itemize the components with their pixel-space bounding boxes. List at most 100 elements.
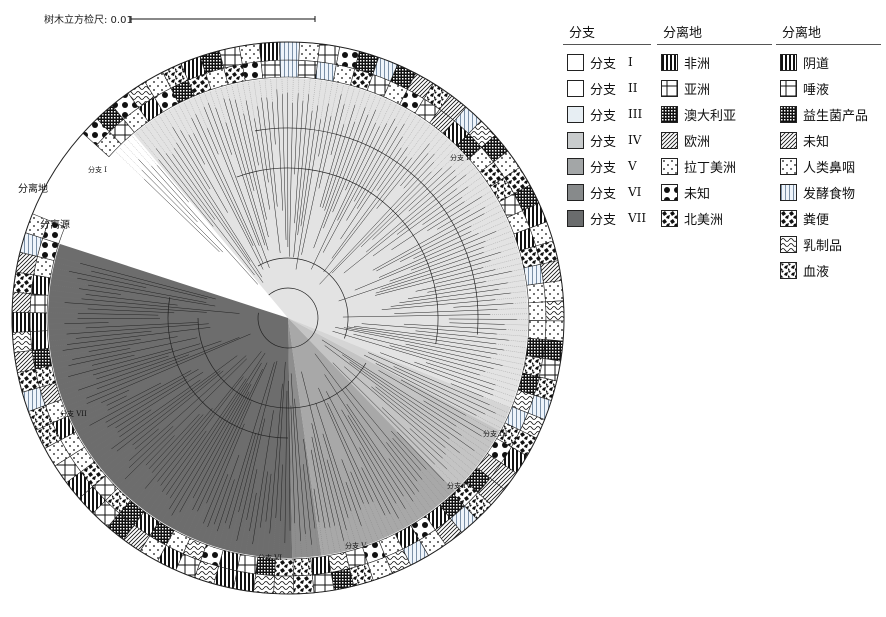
branch bbox=[311, 436, 331, 528]
branch-guide bbox=[201, 526, 208, 543]
branch bbox=[246, 469, 258, 521]
legend-region-3: 澳大利亚 bbox=[657, 101, 772, 127]
branch-guide bbox=[341, 84, 344, 95]
branch-guide bbox=[456, 426, 490, 448]
branch-guide bbox=[485, 414, 504, 424]
branch bbox=[386, 442, 418, 482]
branch bbox=[365, 175, 457, 253]
source-ring-cell bbox=[279, 59, 300, 78]
origin-ring-cell bbox=[298, 41, 321, 63]
branch bbox=[269, 383, 283, 534]
branch bbox=[341, 459, 362, 510]
branch-guide bbox=[239, 519, 247, 554]
origin-ring-cell bbox=[542, 339, 564, 362]
branch bbox=[349, 361, 475, 451]
legend-clade-3-roman: III bbox=[628, 107, 643, 121]
branch bbox=[92, 343, 201, 376]
branch bbox=[400, 379, 467, 416]
branch-guide bbox=[464, 185, 489, 202]
branch bbox=[319, 161, 435, 285]
branch bbox=[326, 391, 391, 515]
legend-source-2-swatch bbox=[780, 79, 797, 97]
branch bbox=[427, 196, 483, 232]
branch bbox=[91, 354, 135, 366]
branch bbox=[85, 294, 178, 306]
branch-guide bbox=[54, 365, 93, 375]
branch bbox=[72, 348, 131, 360]
legend-region-1: 非洲 bbox=[657, 49, 772, 75]
branch-guide bbox=[496, 353, 525, 359]
branch-guide bbox=[113, 467, 130, 483]
branch bbox=[335, 327, 491, 359]
branch bbox=[225, 122, 266, 246]
branch-guide bbox=[469, 195, 495, 211]
branch-guide bbox=[49, 338, 76, 342]
branch-guide bbox=[62, 388, 97, 402]
branch-guide bbox=[407, 121, 426, 148]
branch bbox=[78, 288, 121, 295]
branch-guide bbox=[498, 285, 526, 290]
branch bbox=[400, 153, 429, 187]
branch bbox=[180, 130, 228, 213]
branch-guide bbox=[123, 143, 139, 160]
branch bbox=[203, 107, 260, 246]
clade-label-1: 分支 I bbox=[88, 165, 107, 174]
branch bbox=[161, 430, 207, 493]
branch-guide bbox=[433, 142, 453, 163]
branch bbox=[324, 374, 404, 497]
branch-guide bbox=[411, 128, 435, 158]
legend-source-header: 分离地 bbox=[776, 24, 881, 45]
branch bbox=[327, 403, 374, 502]
branch-guide bbox=[105, 449, 135, 475]
legend-clade-4-label: 分支 bbox=[590, 134, 617, 150]
branch bbox=[361, 467, 386, 516]
branch-guide bbox=[56, 376, 69, 381]
legend-source-9-swatch bbox=[780, 261, 797, 279]
branch-guide bbox=[147, 491, 163, 513]
branch bbox=[64, 302, 207, 313]
branch-guide bbox=[354, 90, 366, 123]
branch bbox=[394, 309, 498, 314]
branch-guide bbox=[443, 480, 455, 492]
source-ring-cell bbox=[260, 59, 281, 79]
branch-guide bbox=[48, 301, 65, 303]
branch bbox=[208, 103, 270, 268]
source-ring-cell bbox=[528, 301, 547, 322]
legend-source-4-label: 未知 bbox=[803, 134, 830, 150]
branch-guide bbox=[317, 80, 322, 106]
legend-clade-7-swatch bbox=[567, 209, 584, 227]
legend-region-3-swatch bbox=[661, 105, 678, 123]
branch-guide bbox=[465, 415, 499, 434]
branch-guide bbox=[129, 472, 153, 499]
branch-guide bbox=[161, 509, 170, 522]
branch-guide bbox=[53, 267, 69, 272]
legend-region-7: 北美洲 bbox=[657, 205, 772, 231]
legend-region-5-label: 拉丁美洲 bbox=[684, 160, 737, 176]
clade-iii-sector bbox=[288, 318, 511, 431]
clade-label-7: 分支 VII bbox=[60, 409, 87, 418]
branch bbox=[376, 147, 408, 191]
legend-region-7-swatch bbox=[661, 209, 678, 227]
branch bbox=[64, 322, 109, 324]
legend-region-header: 分离地 bbox=[657, 24, 772, 45]
source-ring-cell bbox=[523, 264, 544, 286]
branch bbox=[294, 398, 306, 534]
branch bbox=[344, 386, 423, 480]
source-ring-cell bbox=[29, 293, 49, 314]
branch bbox=[375, 260, 491, 294]
legend-clade-3-label: 分支 bbox=[590, 108, 617, 124]
branch-guide bbox=[49, 290, 86, 295]
legend-clade-6-label: 分支 bbox=[590, 186, 617, 202]
branch bbox=[101, 389, 130, 403]
branch bbox=[331, 171, 432, 274]
branch bbox=[405, 343, 503, 366]
branch bbox=[361, 323, 497, 335]
branch bbox=[245, 100, 259, 166]
source-ring-cell bbox=[31, 347, 53, 370]
branch-guide bbox=[300, 540, 302, 558]
branch bbox=[449, 322, 505, 325]
branch-guide bbox=[346, 529, 352, 550]
legend-source-6-label: 发酵食物 bbox=[803, 186, 856, 202]
branch-guide bbox=[484, 205, 500, 214]
branch-guide bbox=[53, 365, 69, 370]
